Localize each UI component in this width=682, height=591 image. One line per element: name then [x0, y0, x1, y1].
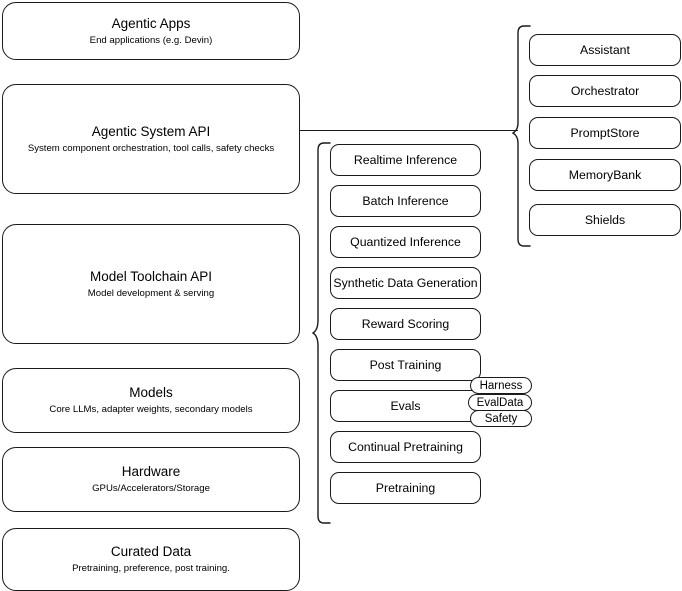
agentic-chip-memorybank[interactable]: MemoryBank	[529, 159, 681, 191]
agentic-chip-shields[interactable]: Shields	[529, 204, 681, 236]
layer-subtitle: Core LLMs, adapter weights, secondary mo…	[49, 404, 253, 415]
layer-subtitle: Pretraining, preference, post training.	[72, 563, 230, 574]
layer-subtitle: System component orchestration, tool cal…	[27, 142, 275, 154]
layer-title: Agentic Apps	[111, 15, 191, 31]
toolchain-chip-realtime-inference[interactable]: Realtime Inference	[330, 144, 481, 176]
toolchain-chip-reward-scoring[interactable]: Reward Scoring	[330, 308, 481, 340]
chip-label: Reward Scoring	[361, 317, 450, 331]
layer-title: Hardware	[121, 464, 181, 479]
layer-title: Models	[129, 385, 173, 400]
chip-label: Evals	[390, 399, 421, 413]
chip-label: Continual Pretraining	[348, 440, 463, 454]
layer-title: Model Toolchain API	[89, 268, 213, 284]
chip-label: Batch Inference	[362, 194, 449, 208]
connector-agentic-system-to-components	[300, 130, 518, 132]
pill-label: Safety	[484, 412, 518, 425]
chip-label: Pretraining	[375, 481, 436, 495]
brace-toolchain-components	[312, 142, 331, 524]
layer-title: Curated Data	[110, 544, 192, 559]
toolchain-chip-synthetic-data-generation[interactable]: Synthetic Data Generation	[330, 267, 481, 299]
layer-subtitle: Model development & serving	[87, 287, 215, 299]
layer-box-curated-data[interactable]: Curated Data Pretraining, preference, po…	[2, 528, 300, 591]
layer-box-model-toolchain-api[interactable]: Model Toolchain API Model development & …	[2, 224, 300, 344]
chip-label: MemoryBank	[568, 168, 642, 182]
toolchain-chip-evals[interactable]: Evals	[330, 390, 481, 422]
chip-label: Assistant	[580, 43, 630, 57]
layer-title: Agentic System API	[91, 123, 211, 139]
chip-label: Shields	[584, 213, 626, 227]
toolchain-chip-quantized-inference[interactable]: Quantized Inference	[330, 226, 481, 258]
chip-label: Quantized Inference	[350, 235, 461, 249]
eval-pill-evaldata[interactable]: EvalData	[468, 394, 532, 411]
eval-pill-safety[interactable]: Safety	[470, 410, 532, 427]
layer-subtitle: End applications (e.g. Devin)	[89, 34, 213, 46]
toolchain-chip-continual-pretraining[interactable]: Continual Pretraining	[330, 431, 481, 463]
chip-label: PromptStore	[570, 126, 640, 140]
chip-label: Orchestrator	[570, 84, 640, 98]
chip-label: Realtime Inference	[353, 153, 458, 167]
layer-box-models[interactable]: Models Core LLMs, adapter weights, secon…	[2, 368, 300, 433]
chip-label: Synthetic Data Generation	[333, 276, 478, 290]
layer-box-hardware[interactable]: Hardware GPUs/Accelerators/Storage	[2, 447, 300, 512]
layer-subtitle: GPUs/Accelerators/Storage	[92, 483, 210, 494]
agentic-chip-assistant[interactable]: Assistant	[529, 34, 681, 66]
toolchain-chip-post-training[interactable]: Post Training	[330, 349, 481, 381]
toolchain-chip-pretraining[interactable]: Pretraining	[330, 472, 481, 504]
toolchain-chip-batch-inference[interactable]: Batch Inference	[330, 185, 481, 217]
pill-label: EvalData	[476, 396, 524, 409]
eval-pill-harness[interactable]: Harness	[470, 377, 532, 394]
chip-label: Post Training	[369, 358, 442, 372]
agentic-chip-orchestrator[interactable]: Orchestrator	[529, 75, 681, 107]
layer-box-agentic-system-api[interactable]: Agentic System API System component orch…	[2, 84, 300, 194]
agentic-chip-promptstore[interactable]: PromptStore	[529, 117, 681, 149]
layer-box-agentic-apps[interactable]: Agentic Apps End applications (e.g. Devi…	[2, 2, 300, 60]
pill-label: Harness	[479, 379, 523, 392]
